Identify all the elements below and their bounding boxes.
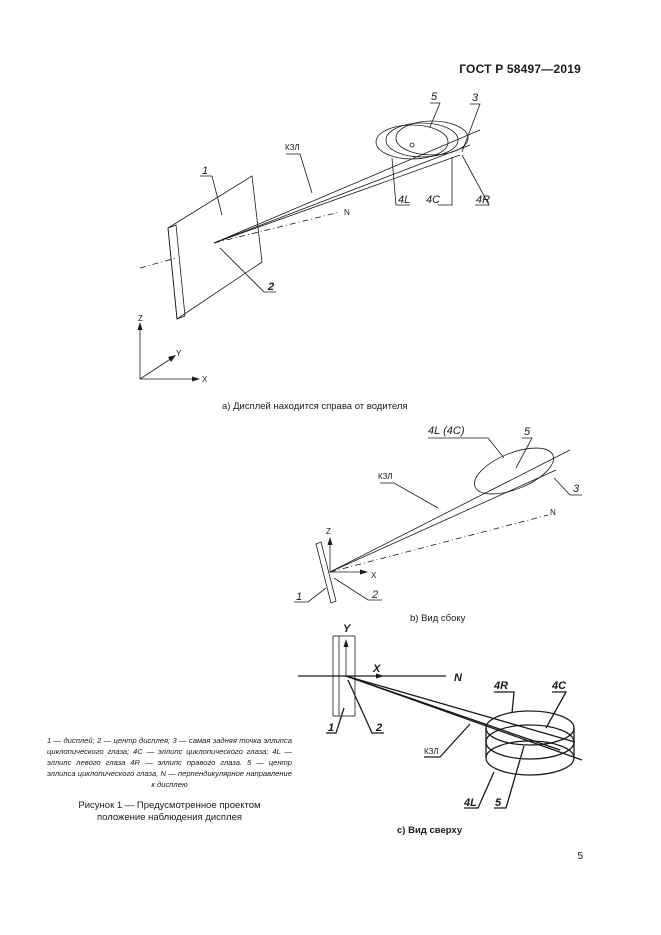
normal-axis-a bbox=[213, 211, 341, 244]
sight-line-b1 bbox=[329, 449, 571, 573]
label-4l-a: 4L bbox=[398, 194, 410, 206]
leader-2-b bbox=[333, 577, 382, 601]
sight-line-c3 bbox=[345, 675, 583, 761]
leader-1-b bbox=[294, 587, 327, 603]
leader-kzl-c bbox=[424, 723, 471, 758]
sight-line-a1 bbox=[213, 129, 481, 244]
sight-line-c1 bbox=[345, 675, 576, 743]
label-n-a: N bbox=[344, 208, 350, 217]
axis-x-arrow-c bbox=[376, 673, 384, 679]
axis-y-arrow-c bbox=[343, 639, 349, 647]
label-4c-c: 4C bbox=[551, 680, 567, 692]
leader-1-c bbox=[326, 707, 345, 734]
figure-b-drawing: 4L (4C) 5 3 КЗЛ N Z X 1 2 bbox=[294, 425, 582, 604]
figure-title-line-2: положение наблюдения дисплея bbox=[96, 812, 243, 823]
sight-line-a3 bbox=[213, 144, 471, 244]
label-kzl-b: КЗЛ bbox=[378, 472, 393, 481]
leader-2-c bbox=[347, 679, 384, 734]
leader-3-a bbox=[461, 103, 481, 153]
label-2-a: 2 bbox=[267, 281, 274, 293]
label-x-c: X bbox=[372, 663, 381, 675]
label-3-a: 3 bbox=[472, 92, 479, 104]
leader-4l-c bbox=[464, 771, 495, 809]
axis-z-arrow-b bbox=[327, 537, 333, 545]
label-1-c: 1 bbox=[328, 722, 334, 734]
ellipse-4l-c bbox=[485, 740, 575, 776]
ellipse-center-dot-a bbox=[409, 142, 415, 148]
axis-x-arrow-b bbox=[360, 569, 368, 575]
label-2-c: 2 bbox=[375, 722, 382, 734]
label-n-c: N bbox=[454, 672, 463, 684]
ellipse-b bbox=[474, 447, 554, 495]
figure-legend: 1 — дисплей; 2 — центр дисплея; 3 — сама… bbox=[47, 736, 292, 789]
axis-z-arrow-a bbox=[137, 322, 143, 330]
label-5-b: 5 bbox=[524, 426, 531, 438]
figure-b-caption: b) Вид сбоку bbox=[410, 613, 466, 624]
label-z-b: Z bbox=[326, 527, 331, 536]
figure-a-caption: а) Дисплей находится справа от водителя bbox=[222, 401, 408, 412]
label-3-b: 3 bbox=[573, 483, 580, 495]
leader-kzl-a bbox=[286, 153, 313, 194]
display-panel-b bbox=[315, 541, 337, 604]
leader-4l-a bbox=[391, 157, 410, 206]
leader-1-a bbox=[200, 175, 223, 216]
label-y-c: Y bbox=[343, 623, 352, 635]
figure-c-caption: c) Вид сверху bbox=[397, 825, 463, 836]
label-1-a: 1 bbox=[202, 165, 208, 177]
label-n-b: N bbox=[550, 508, 556, 517]
normal-line-b bbox=[329, 514, 549, 573]
figure-a-drawing: 1 2 КЗЛ N 5 3 4L 4C 4R Z Y X bbox=[137, 91, 490, 384]
label-5-a: 5 bbox=[431, 91, 438, 103]
ellipse-4c-a bbox=[385, 122, 459, 158]
sight-line-b2 bbox=[329, 469, 557, 573]
leader-4r-c bbox=[494, 691, 515, 714]
axis-y-a bbox=[139, 357, 173, 380]
label-4r-a: 4R bbox=[476, 194, 490, 206]
leader-4c-c bbox=[545, 691, 568, 729]
label-4l-c: 4L bbox=[463, 797, 477, 809]
figure-title-line-1: Рисунок 1 — Предусмотренное проектом bbox=[78, 800, 261, 811]
label-2-b: 2 bbox=[371, 589, 378, 601]
label-4l4c-b: 4L (4C) bbox=[428, 425, 465, 437]
ellipse-4l-a bbox=[375, 124, 449, 160]
leader-4l4c-b bbox=[428, 437, 505, 459]
label-kzl-c: КЗЛ bbox=[424, 747, 439, 756]
label-x-a: X bbox=[202, 375, 208, 384]
label-1-b: 1 bbox=[296, 591, 302, 603]
display-edge-a bbox=[167, 224, 186, 320]
figure-c-drawing: Y X N 4R 4C КЗЛ 1 2 4L 5 bbox=[298, 623, 583, 809]
label-5-c: 5 bbox=[495, 797, 502, 809]
label-4c-a: 4C bbox=[426, 194, 440, 206]
leader-3-b bbox=[553, 477, 582, 496]
label-z-a: Z bbox=[138, 314, 143, 323]
leader-4r-a bbox=[461, 154, 490, 206]
axis-y-arrow-a bbox=[168, 355, 176, 362]
axis-x-arrow-a bbox=[192, 376, 200, 382]
leader-5-c bbox=[494, 745, 525, 809]
figure-title: Рисунок 1 — Предусмотренное проектом пол… bbox=[47, 800, 292, 824]
standard-designation: ГОСТ Р 58497—2019 bbox=[459, 62, 581, 76]
leader-2-a bbox=[219, 247, 276, 293]
label-x-b: X bbox=[371, 571, 377, 580]
leader-4c-a bbox=[438, 157, 453, 206]
normal-axis-a-left bbox=[139, 257, 177, 269]
ellipse-4r-a bbox=[395, 120, 469, 156]
sight-line-a2 bbox=[213, 154, 461, 244]
leader-5-a bbox=[429, 102, 441, 128]
leader-5-b bbox=[515, 437, 533, 469]
label-kzl-a: КЗЛ bbox=[285, 143, 300, 152]
label-4r-c: 4R bbox=[493, 680, 508, 692]
page-number: 5 bbox=[577, 851, 583, 862]
display-panel-a bbox=[167, 175, 263, 320]
label-y-a: Y bbox=[176, 349, 182, 358]
leader-kzl-b bbox=[380, 482, 439, 509]
